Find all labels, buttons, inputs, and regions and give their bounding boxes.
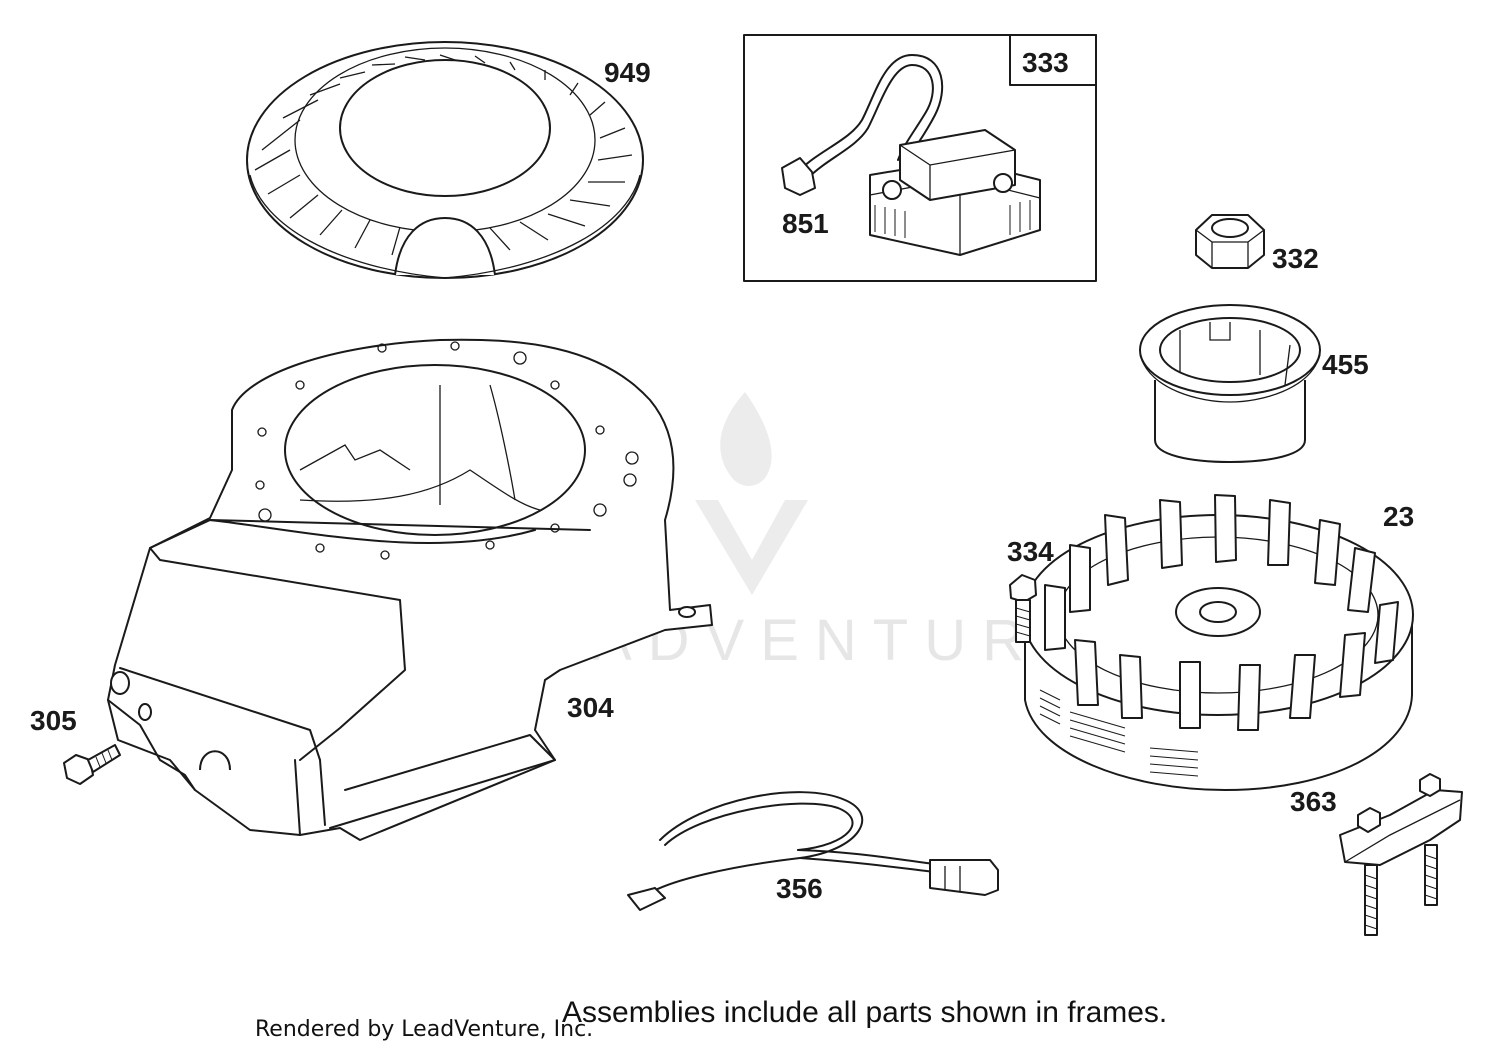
watermark-v-icon [695,500,808,595]
part-label-949: 949 [604,57,651,88]
watermark-flame-icon [720,392,772,486]
assemblies-note: Assemblies include all parts shown in fr… [562,996,1167,1029]
starter-cup-drawing [1139,304,1321,463]
blower-housing-drawing [107,338,713,841]
part-label-356: 356 [776,873,823,904]
flywheel-nut-drawing [1195,214,1265,269]
part-label-334: 334 [1007,536,1054,567]
blower-bolt-drawing [63,744,121,785]
armature-assembly-frame [743,34,1097,282]
armature-screw-drawing [1009,574,1037,643]
flywheel-drawing [1022,494,1414,791]
render-credit: Rendered by LeadVenture, Inc. [255,1017,593,1042]
part-label-304: 304 [567,692,614,723]
terminal-bracket-drawing [1339,773,1463,936]
part-label-23: 23 [1383,501,1414,532]
part-label-332: 332 [1272,243,1319,274]
recoil-cover-drawing [246,41,644,279]
armature-drawing [781,54,1041,256]
part-label-851: 851 [782,208,829,239]
part-label-305: 305 [30,705,77,736]
part-label-363: 363 [1290,786,1337,817]
ground-wire-drawing [627,791,999,911]
part-label-333: 333 [1022,47,1069,78]
part-label-455: 455 [1322,349,1369,380]
